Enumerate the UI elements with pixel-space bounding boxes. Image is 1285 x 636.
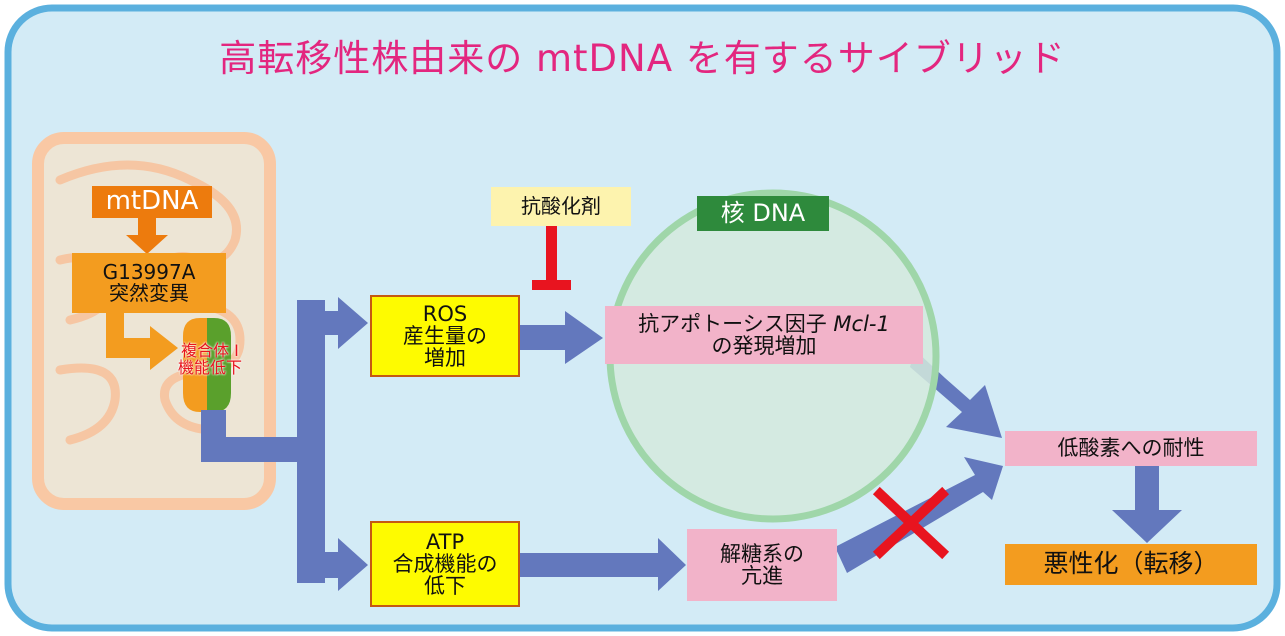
nucleus-dna-label: 核 DNA bbox=[697, 196, 829, 231]
arrow-ros-to-mcl1 bbox=[519, 311, 603, 364]
mutation-label-line1: G13997A bbox=[102, 260, 196, 284]
mcl1-box-line1: 抗アポトーシス因子 Mcl-1 bbox=[638, 313, 890, 335]
arrow-atp-to-glycolysis bbox=[519, 538, 686, 591]
mcl1-line1-prefix: 抗アポトーシス因子 bbox=[638, 311, 834, 336]
mutation-label: G13997A 突然変異 bbox=[72, 253, 226, 313]
mtdna-label: mtDNA bbox=[92, 186, 212, 218]
mtdna-down-arrow bbox=[126, 218, 168, 254]
ros-box-line3: 増加 bbox=[424, 346, 466, 371]
mcl1-box-line2: の発現増加 bbox=[711, 334, 817, 358]
complex-i-label-line2: 機能低下 bbox=[177, 358, 242, 377]
complex-i-label: 複合体 I 機能低下 bbox=[166, 337, 254, 383]
glycolysis-box: 解糖系の 亢進 bbox=[687, 529, 837, 601]
atp-box-line3: 低下 bbox=[424, 574, 466, 599]
diagram-title: 高転移性株由来の mtDNA を有するサイブリッド bbox=[219, 37, 1066, 80]
branch-trunk bbox=[297, 300, 325, 583]
mcl1-expression-box: 抗アポトーシス因子 Mcl-1 の発現増加 bbox=[605, 306, 923, 364]
complex-i-label-line1: 複合体 I bbox=[181, 341, 239, 361]
malignancy-box: 悪性化（転移） bbox=[1005, 544, 1257, 585]
ros-box-line1: ROS bbox=[422, 301, 468, 326]
mito-to-branch-arrow bbox=[201, 410, 325, 462]
arrow-hypoxia-to-malignancy bbox=[1112, 463, 1182, 543]
glycolysis-box-line1: 解糖系の bbox=[720, 541, 804, 566]
atp-decrease-box: ATP 合成機能の 低下 bbox=[370, 521, 520, 607]
arrow-to-ros bbox=[297, 297, 368, 349]
mutation-label-line2: 突然変異 bbox=[109, 281, 189, 305]
antioxidant-inhibition-mark bbox=[532, 226, 571, 290]
blocked-cross-mark bbox=[872, 486, 950, 560]
mcl1-gene-name: Mcl-1 bbox=[833, 311, 890, 336]
atp-box-line1: ATP bbox=[425, 529, 465, 554]
hypoxia-tolerance-box: 低酸素への耐性 bbox=[1005, 431, 1257, 466]
complex-i-marker bbox=[183, 318, 231, 412]
mutation-to-complex-arrow bbox=[106, 310, 178, 370]
ros-increase-box: ROS 産生量の 増加 bbox=[370, 295, 520, 377]
atp-box-line2: 合成機能の bbox=[392, 551, 498, 576]
arrow-to-atp bbox=[297, 538, 368, 591]
ros-box-line2: 産生量の bbox=[403, 323, 487, 348]
antioxidant-label: 抗酸化剤 bbox=[491, 187, 631, 226]
glycolysis-box-line2: 亢進 bbox=[741, 564, 783, 588]
